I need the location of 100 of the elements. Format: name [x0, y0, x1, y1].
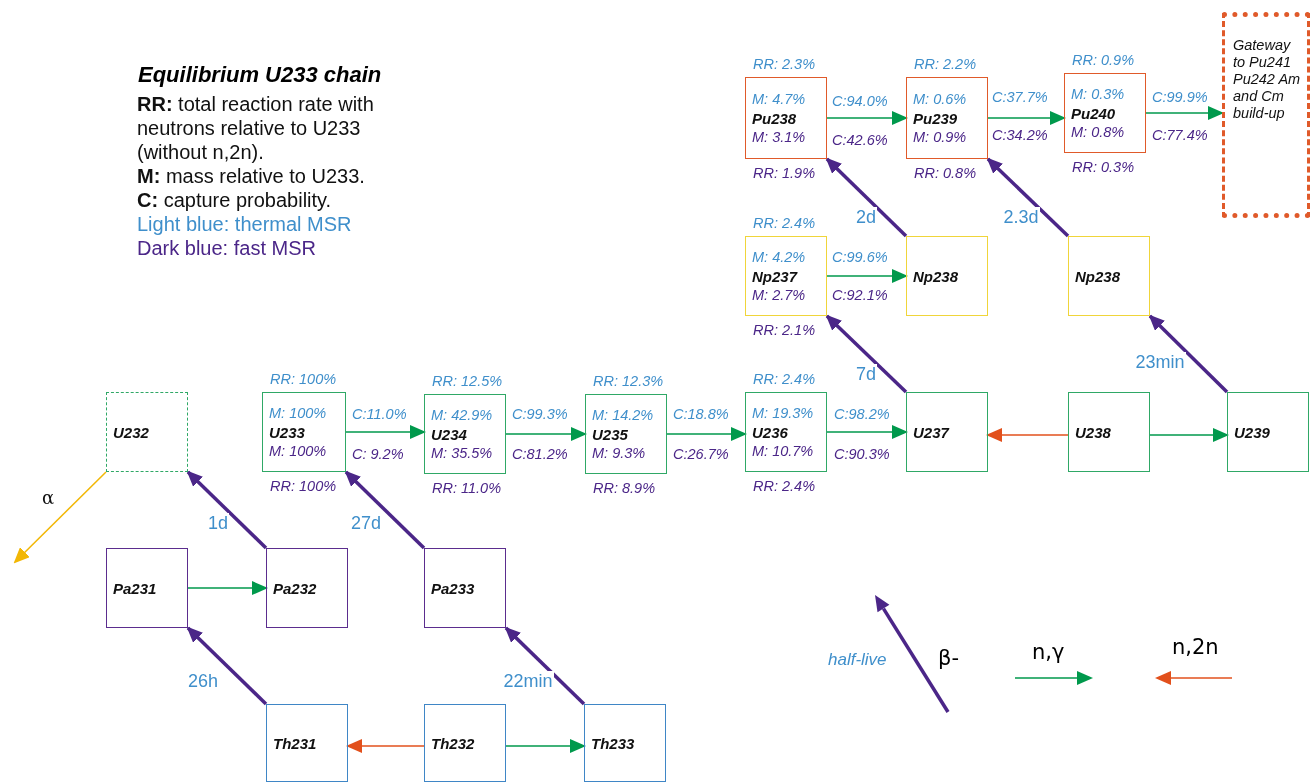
reaction-rate: RR: 100% [270, 370, 337, 389]
reaction-rate: RR: 0.8% [914, 164, 977, 183]
capture-probability: C:81.2% [512, 445, 568, 463]
nuclide-box [424, 548, 506, 628]
legend-note: half-live [828, 651, 887, 669]
arrow [666, 427, 747, 441]
mass-value: M: 9.3% [592, 443, 646, 463]
arrow [504, 626, 586, 706]
nuclide-box [424, 704, 506, 782]
mass-value: M: 3.1% [752, 127, 806, 147]
mass-value: M: 19.3% [752, 403, 814, 423]
arrow [345, 425, 426, 439]
arrow [1145, 106, 1224, 120]
note-text: Gateway to Pu241 Pu242 Am and Cm build-up [1233, 37, 1302, 122]
nuclide-name: Th232 [431, 733, 475, 753]
nuclide-box [1068, 236, 1150, 316]
nuclide-box [1068, 392, 1150, 472]
nuclide-name: Pa231 [113, 578, 157, 598]
capture-probability: C:77.4% [1152, 126, 1208, 144]
capture-probability: C:99.9% [1152, 88, 1208, 106]
nuclide-name: U234 [431, 424, 467, 444]
nuclide-name: Np238 [913, 266, 959, 286]
mass-value: M: 2.7% [752, 285, 806, 305]
nuclide-box [585, 394, 667, 474]
capture-probability: C:34.2% [992, 126, 1048, 144]
capture-probability: C:42.6% [832, 131, 888, 149]
nuclide-box [266, 548, 348, 628]
capture-probability: C:99.3% [512, 405, 568, 423]
nuclide-box [424, 394, 506, 474]
nuclide-box [745, 392, 827, 472]
reaction-rate: RR: 12.3% [593, 372, 664, 391]
reaction-rate: RR: 0.3% [1072, 158, 1135, 177]
nuclide-name: Pa232 [273, 578, 317, 598]
legend-note: Dark blue: fast MSR [137, 236, 317, 260]
reaction-rate: RR: 8.9% [593, 479, 656, 498]
nuclide-name: Pu240 [1071, 103, 1116, 123]
nuclide-box [262, 392, 346, 472]
mass-value: M: 14.2% [592, 405, 654, 425]
mass-value: M: 100% [269, 403, 327, 423]
nuclide-name: Pu238 [752, 108, 797, 128]
nuclide-name: Pu239 [913, 108, 958, 128]
nuclide-box [745, 236, 827, 316]
mass-value: M: 42.9% [431, 405, 493, 425]
mass-value: M: 35.5% [431, 443, 493, 463]
arrow [346, 739, 425, 753]
capture-probability: C: 9.2% [352, 445, 404, 463]
reaction-rate: RR: 2.4% [753, 477, 816, 496]
capture-probability: C:92.1% [832, 286, 888, 304]
arrow [987, 111, 1066, 125]
arrow [986, 157, 1070, 238]
legend-note: M: mass relative to U233. [137, 164, 366, 188]
mass-value: M: 4.2% [752, 247, 806, 267]
reaction-rate: RR: 100% [270, 477, 337, 496]
title: Equilibrium U233 chain [138, 62, 382, 88]
arrow [13, 471, 107, 564]
mass-value: M: 0.8% [1071, 122, 1125, 142]
nuclide-box [906, 392, 988, 472]
nuclide-name: U237 [913, 422, 949, 442]
reaction-rate: RR: 2.3% [753, 55, 816, 74]
arrow [1148, 314, 1229, 394]
legend-label: n,γ [1032, 640, 1065, 664]
capture-probability: C:11.0% [352, 405, 407, 423]
nuclide-name: U232 [113, 422, 149, 442]
nuclide-name: U239 [1234, 422, 1270, 442]
nuclide-name: U238 [1075, 422, 1111, 442]
nuclide-name: U233 [269, 422, 305, 442]
mass-value: M: 10.7% [752, 441, 814, 461]
nuclide-box [906, 236, 988, 316]
capture-probability: C:94.0% [832, 92, 888, 110]
capture-probability: C:98.2% [834, 405, 890, 423]
capture-probability: C:18.8% [673, 405, 729, 423]
arrow [826, 111, 908, 125]
mass-value: M: 0.6% [913, 89, 967, 109]
legend-label: β- [938, 646, 959, 670]
nuclide-box [584, 704, 666, 782]
arrow [186, 470, 268, 550]
legend-label: n,2n [1172, 635, 1219, 659]
reaction-rate: RR: 1.9% [753, 164, 816, 183]
legend-note: Light blue: thermal MSR [137, 212, 353, 236]
mass-value: M: 100% [269, 441, 327, 461]
arrow [825, 157, 908, 238]
nuclide-box [745, 77, 827, 159]
nuclide-name: Pa233 [431, 578, 475, 598]
nuclide-box [906, 77, 988, 159]
arrow [826, 269, 908, 283]
nuclide-name: Th233 [591, 733, 635, 753]
mass-value: M: 0.3% [1071, 84, 1125, 104]
nuclide-name: U236 [752, 422, 788, 442]
reaction-rate: RR: 2.4% [753, 214, 816, 233]
arrow [186, 626, 268, 706]
capture-probability: C:37.7% [992, 88, 1048, 106]
nuclide-box [1227, 392, 1309, 472]
nuclide-box [106, 392, 188, 472]
reaction-rate: RR: 12.5% [432, 372, 503, 391]
reaction-rate: RR: 0.9% [1072, 51, 1135, 70]
capture-probability: C:90.3% [834, 445, 890, 463]
arrow [1149, 428, 1229, 442]
arrow [826, 425, 908, 439]
nuclide-name: Np237 [752, 266, 798, 286]
mass-value: M: 0.9% [913, 127, 967, 147]
